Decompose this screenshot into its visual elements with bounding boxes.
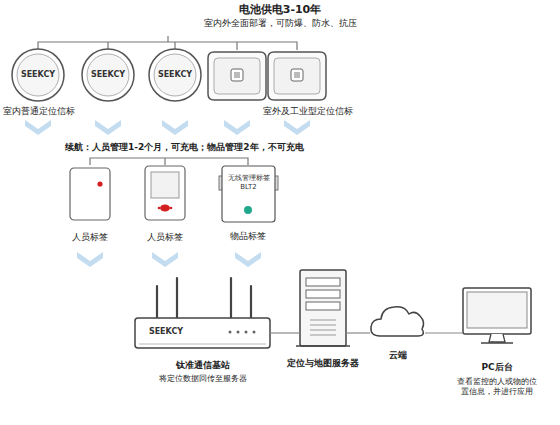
node-text: PC后台 xyxy=(453,362,541,373)
node-text: 云端 xyxy=(370,350,425,361)
node-text: 无线管理标签 BLT2 xyxy=(226,174,271,192)
flow-chevron xyxy=(77,252,261,267)
node-text: 查看监控的人或物的位置信息，并进行应用 xyxy=(456,377,538,397)
node-text: SEEKCY xyxy=(141,327,191,337)
node-text: SEEKCY xyxy=(81,70,135,80)
person-tag-outline xyxy=(70,168,110,220)
connector-line xyxy=(346,332,370,333)
flow-chevron xyxy=(25,120,310,135)
group-label: 室内普通定位信标 xyxy=(0,106,78,116)
node-text: 定位与地图服务器 xyxy=(268,358,378,369)
node-text: 人员标签 xyxy=(125,232,205,243)
battery-note: 续航：人员管理1-2个月，可充电；物品管理2年，不可充电 xyxy=(65,142,304,153)
map-server-outline xyxy=(300,270,346,346)
subtitle-note: 室内外全面部署，可防爆、防水、抗压 xyxy=(0,18,560,29)
diagram-title: 电池供电3-10年 xyxy=(0,3,560,16)
node-text: 物品标签 xyxy=(208,231,288,242)
group-label: 室外及工业型定位信标 xyxy=(258,106,358,116)
indoor-beacon: SEEKCY xyxy=(81,48,135,102)
map-server: 定位与地图服务器 xyxy=(300,270,346,346)
industrial-beacon xyxy=(268,52,326,100)
cloud: 云端 xyxy=(370,302,425,338)
industrial-beacon xyxy=(208,52,266,100)
cloud-outline xyxy=(370,302,425,338)
person-tag: 人员标签 xyxy=(145,166,185,220)
node-text: SEEKCY xyxy=(148,70,202,80)
group-bracket xyxy=(38,36,297,50)
person-tag: 人员标签 xyxy=(70,168,110,220)
node-text: 将定位数据回传至服务器 xyxy=(125,374,280,384)
item-tag: 无线管理标签 BLT2物品标签 xyxy=(222,166,275,222)
pc-backend-outline xyxy=(463,288,531,344)
group-bracket xyxy=(90,158,248,165)
indoor-beacon: SEEKCY xyxy=(11,48,65,102)
connector-line xyxy=(270,332,300,333)
node-text: 人员标签 xyxy=(50,232,130,243)
pc-backend: PC后台查看监控的人或物的位置信息，并进行应用 xyxy=(463,288,531,344)
base-station: SEEKCY钛准通信基站将定位数据回传至服务器 xyxy=(135,318,270,348)
person-tag-outline xyxy=(145,166,185,220)
node-text: 钛准通信基站 xyxy=(125,360,280,371)
indoor-beacon: SEEKCY xyxy=(148,48,202,102)
node-text: SEEKCY xyxy=(11,70,65,80)
connector-line xyxy=(425,332,463,333)
